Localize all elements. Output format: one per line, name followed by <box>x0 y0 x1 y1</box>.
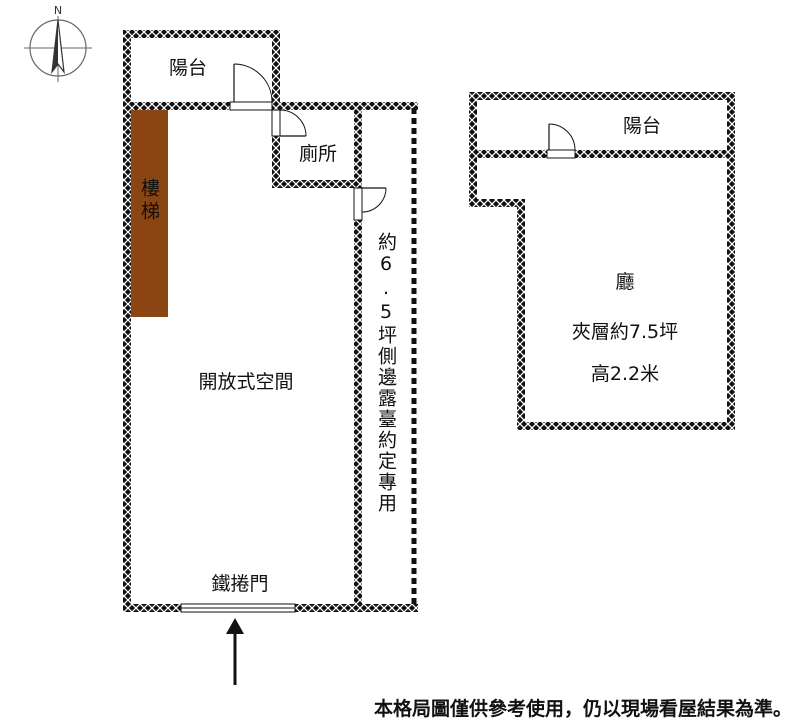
stairs-label: 樓梯 <box>138 178 160 224</box>
stairs-block <box>131 110 168 317</box>
hall-label: 廳 <box>615 271 634 293</box>
wall-mezz-right <box>727 92 735 430</box>
ground-floor-plan: 陽台 廁所 樓梯 開放式空間 鐵捲門 約6.5坪側邊露臺約定專用 <box>123 30 418 685</box>
wall-main-bottom-left <box>123 604 181 612</box>
wall-main-top-left <box>123 102 230 110</box>
wall-mezz-left <box>517 199 525 430</box>
balcony-label: 陽台 <box>169 57 207 79</box>
wall-interior-lower <box>354 220 362 612</box>
disclaimer-text: 本格局圖僅供參考使用，仍以現場看屋結果為準。 <box>373 698 792 720</box>
entrance-arrow-icon <box>226 618 244 685</box>
mezzanine-plan: 陽台 廳 夾層約7.5坪 高2.2米 <box>469 92 735 430</box>
compass-needle-half-icon <box>52 20 58 72</box>
wall-main-top-right <box>272 102 418 110</box>
toilet-label: 廁所 <box>299 142 337 165</box>
side-terrace-label: 約6.5坪側邊露臺約定專用 <box>375 232 397 514</box>
wall-interior-upper <box>354 102 362 188</box>
mezzanine-balcony-label: 陽台 <box>623 115 661 137</box>
wall-toilet-left <box>272 102 280 188</box>
mezzanine-area-label: 夾層約7.5坪 <box>572 321 678 343</box>
rolling-door-label: 鐵捲門 <box>211 573 268 595</box>
rolling-door-icon <box>180 603 296 613</box>
wall-mezz-balcony-left <box>469 92 477 207</box>
terrace-door-icon <box>353 187 387 221</box>
wall-balcony-right <box>272 30 280 105</box>
wall-balcony-top <box>123 30 280 38</box>
toilet-door-icon <box>271 109 307 137</box>
mezzanine-balcony-door-icon <box>546 123 576 159</box>
balcony-door-icon <box>229 63 273 111</box>
wall-mezz-divider-left <box>469 150 547 158</box>
wall-toilet-bottom <box>272 180 362 188</box>
compass-north-label: N <box>54 4 62 17</box>
wall-mezz-top <box>469 92 735 100</box>
mezzanine-height-label: 高2.2米 <box>591 363 659 385</box>
wall-main-left <box>123 102 131 612</box>
wall-balcony-left <box>123 30 131 110</box>
wall-mezz-bottom <box>517 422 735 430</box>
compass: N <box>24 4 92 82</box>
wall-mezz-divider-right <box>575 150 735 158</box>
wall-mezz-step <box>469 199 525 207</box>
open-space-label: 開放式空間 <box>198 371 293 393</box>
